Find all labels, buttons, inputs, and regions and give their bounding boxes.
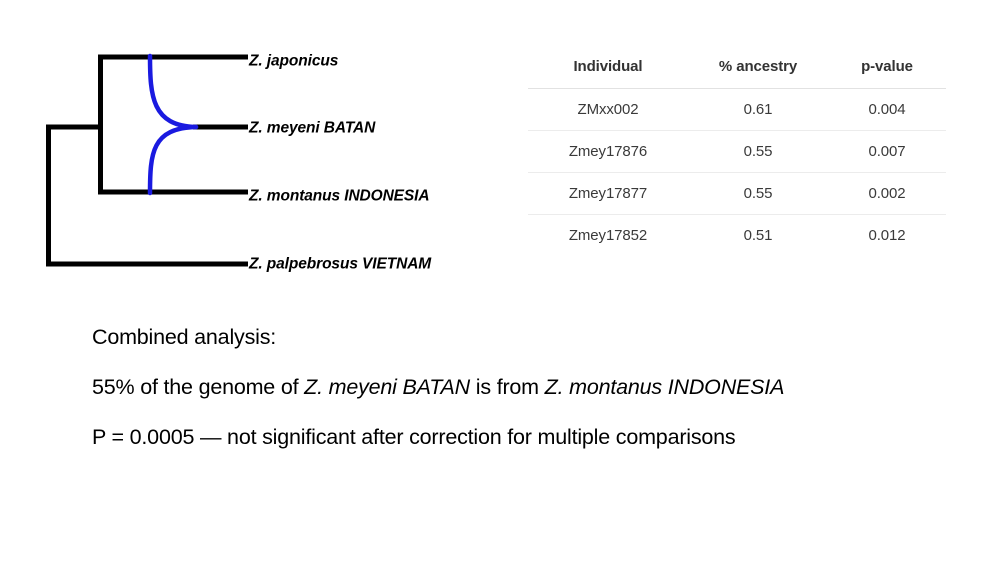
table-row: Zmey17877 0.55 0.002	[528, 172, 946, 215]
analysis-heading: Combined analysis:	[92, 325, 277, 349]
cell-pvalue: 0.004	[828, 88, 946, 131]
combined-analysis-block: Combined analysis: 55% of the genome of …	[92, 325, 972, 450]
analysis-genome-donor-taxon: Z. montanus INDONESIA	[544, 375, 785, 399]
cell-ancestry: 0.61	[688, 88, 828, 131]
analysis-pvalue-statement: P = 0.0005 — not significant after corre…	[92, 425, 736, 449]
table-row: Zmey17876 0.55 0.007	[528, 130, 946, 173]
table-row: Zmey17852 0.51 0.012	[528, 215, 946, 257]
cell-ancestry: 0.55	[688, 172, 828, 215]
cell-individual: Zmey17876	[528, 130, 688, 173]
column-header-individual: Individual	[528, 58, 688, 89]
cell-pvalue: 0.007	[828, 130, 946, 173]
table-header-row: Individual % ancestry p-value	[528, 58, 946, 89]
taxon-label-palpebrosus: Z. palpebrosus VIETNAM	[249, 255, 432, 273]
introgression-arc-lower	[147, 124, 199, 196]
taxon-label-montanus: Z. montanus INDONESIA	[249, 187, 430, 205]
analysis-genome-prefix: 55% of the genome of	[92, 375, 305, 399]
analysis-genome-source-taxon: Z. meyeni BATAN	[304, 375, 471, 399]
phylogeny-panel: Z. japonicus Z. meyeni BATAN Z. montanus…	[0, 0, 500, 300]
cell-individual: ZMxx002	[528, 88, 688, 131]
introgression-arc-upper	[147, 53, 199, 130]
results-panel: Individual % ancestry p-value ZMxx002 0.…	[528, 58, 946, 256]
tree-introgression-arcs	[147, 53, 199, 196]
column-header-ancestry: % ancestry	[688, 58, 828, 89]
table-row: ZMxx002 0.61 0.004	[528, 88, 946, 131]
cell-ancestry: 0.51	[743, 227, 773, 244]
cell-pvalue: 0.012	[868, 227, 906, 244]
cell-individual: Zmey17852	[568, 227, 648, 244]
column-header-pvalue: p-value	[828, 58, 946, 89]
analysis-genome-middle: is from	[470, 375, 545, 399]
tree-black-branches	[46, 54, 248, 267]
analysis-genome-statement: 55% of the genome of Z. meyeni BATAN is …	[92, 375, 972, 400]
tree-diagram	[46, 53, 248, 267]
taxon-label-meyeni: Z. meyeni BATAN	[249, 119, 376, 137]
ancestry-results-table: Individual % ancestry p-value ZMxx002 0.…	[528, 58, 946, 256]
cell-individual: Zmey17877	[528, 172, 688, 215]
taxon-label-japonicus: Z. japonicus	[249, 52, 339, 70]
cell-ancestry: 0.55	[688, 130, 828, 173]
cell-pvalue: 0.002	[828, 172, 946, 215]
